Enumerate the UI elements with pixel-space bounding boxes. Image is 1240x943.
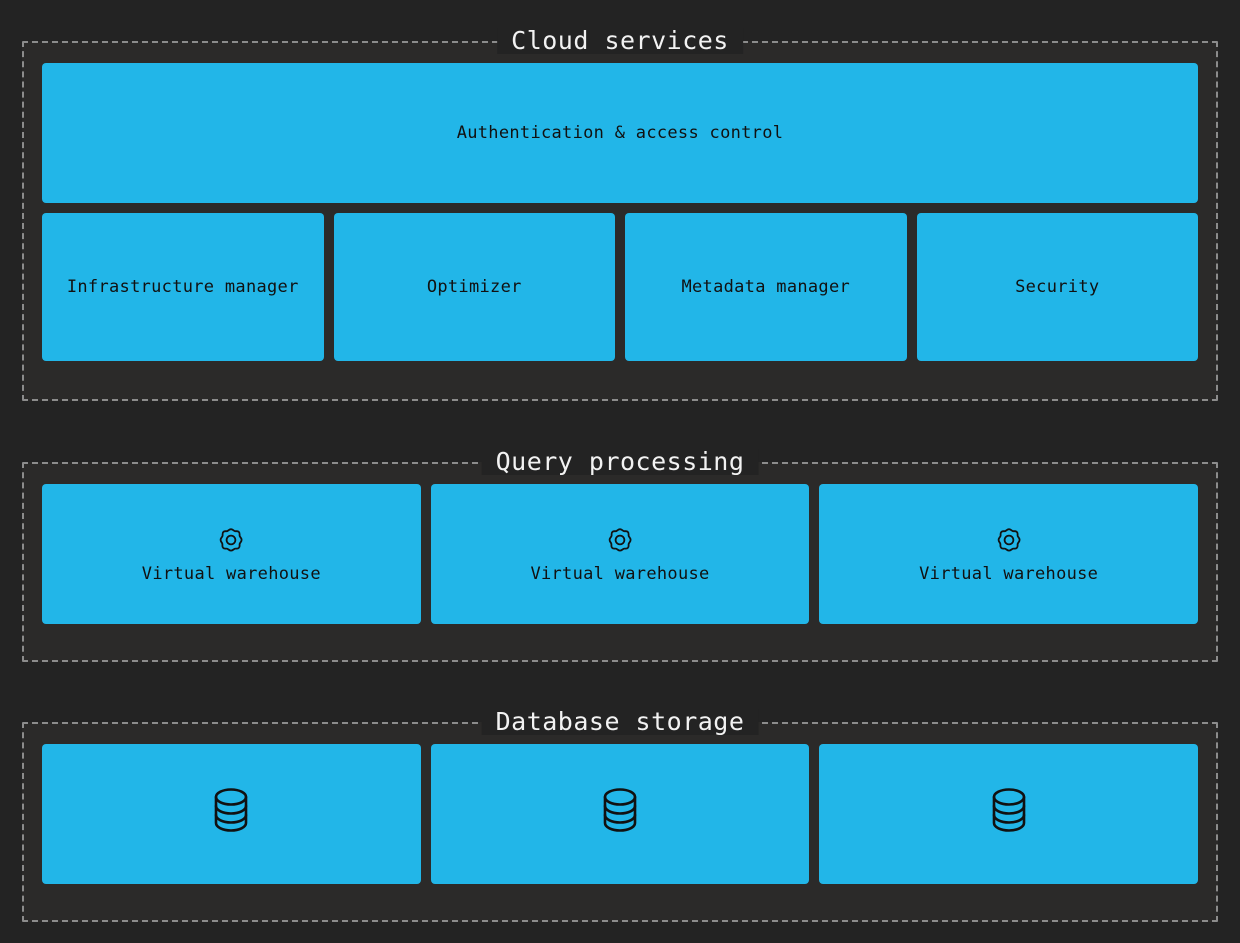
- group-title-query-processing: Query processing: [481, 449, 759, 475]
- row-cloud-services-primary: Authentication & access control: [42, 63, 1198, 203]
- database-icon: [209, 785, 253, 835]
- node-security[interactable]: Security: [916, 213, 1198, 361]
- node-metadata-manager[interactable]: Metadata manager: [625, 213, 907, 361]
- gear-icon: [993, 524, 1025, 556]
- gear-icon: [215, 524, 247, 556]
- group-body-cloud-services: Authentication & access control Infrastr…: [24, 43, 1216, 381]
- group-title-database-storage: Database storage: [481, 709, 759, 735]
- node-label: Virtual warehouse: [919, 564, 1099, 584]
- group-title-cloud-services: Cloud services: [497, 28, 743, 54]
- row-virtual-warehouses: Virtual warehouse Virtual warehouse: [42, 484, 1199, 624]
- node-label: Virtual warehouse: [530, 564, 710, 584]
- group-database-storage: Database storage: [22, 709, 1218, 922]
- node-label: Virtual warehouse: [141, 564, 321, 584]
- group-cloud-services: Cloud services Authentication & access c…: [22, 28, 1218, 401]
- node-optimizer[interactable]: Optimizer: [333, 213, 615, 361]
- gear-icon: [604, 524, 636, 556]
- node-label: Optimizer: [426, 277, 522, 297]
- group-body-database-storage: [24, 724, 1216, 904]
- group-query-processing: Query processing Virtual warehouse: [22, 449, 1218, 662]
- node-label: Security: [1015, 277, 1100, 297]
- node-database-storage-3[interactable]: [819, 744, 1199, 884]
- row-storage-nodes: [42, 744, 1199, 884]
- database-icon: [987, 785, 1031, 835]
- node-database-storage-2[interactable]: [430, 744, 810, 884]
- row-cloud-services-secondary: Infrastructure manager Optimizer Metadat…: [42, 213, 1198, 361]
- node-authentication-access-control[interactable]: Authentication & access control: [42, 63, 1198, 203]
- node-label: Authentication & access control: [456, 123, 784, 143]
- node-virtual-warehouse-1[interactable]: Virtual warehouse: [42, 484, 421, 624]
- node-virtual-warehouse-2[interactable]: Virtual warehouse: [430, 484, 810, 624]
- node-infrastructure-manager[interactable]: Infrastructure manager: [42, 213, 324, 361]
- node-label: Infrastructure manager: [66, 277, 299, 297]
- database-icon: [598, 785, 642, 835]
- node-virtual-warehouse-3[interactable]: Virtual warehouse: [819, 484, 1199, 624]
- node-label: Metadata manager: [681, 277, 851, 297]
- group-body-query-processing: Virtual warehouse Virtual warehouse: [24, 464, 1216, 644]
- node-database-storage-1[interactable]: [42, 744, 421, 884]
